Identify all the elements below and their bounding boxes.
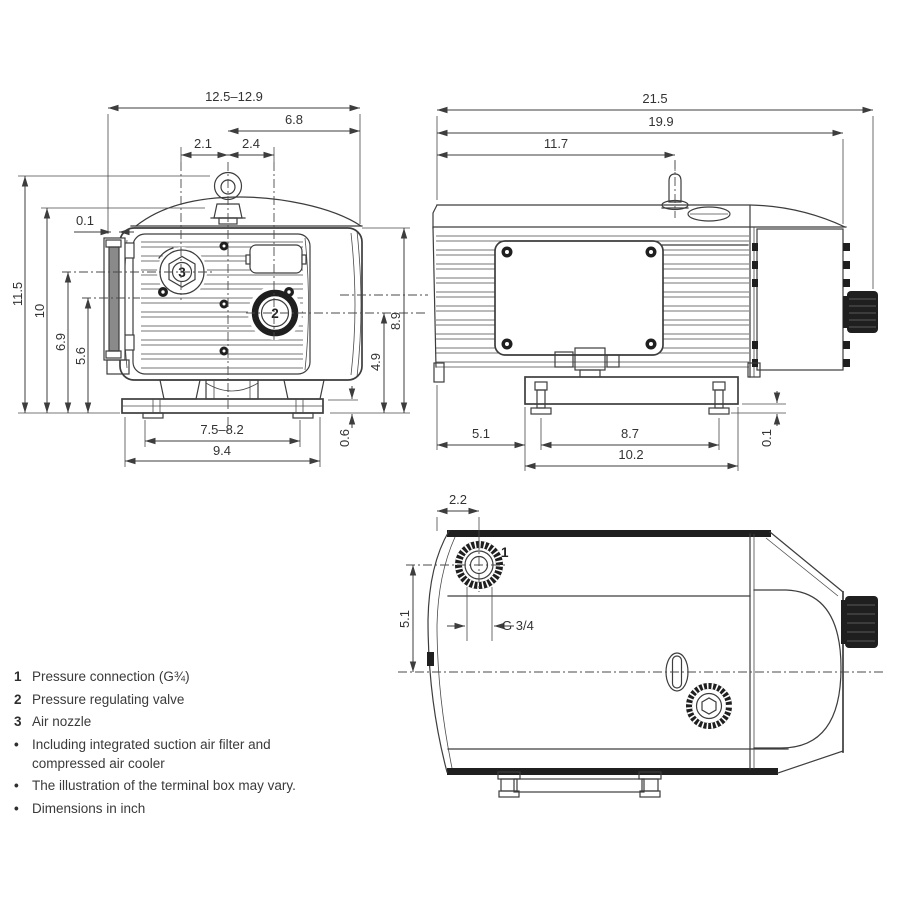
legend-text: Air nozzle	[32, 714, 92, 730]
dim-port-from-center: 5.1	[397, 610, 412, 628]
legend-item: • Dimensions in inch	[14, 800, 324, 819]
legend-marker: •	[14, 778, 19, 794]
dim-total-length: 21.5	[642, 91, 667, 106]
dim-front-to-base: 5.1	[472, 426, 490, 441]
dim-total-height: 11.5	[10, 282, 25, 306]
side-view-dimensions: 21.5 19.9 11.7 5.1 8.7 10.2 0.1	[436, 91, 874, 471]
callout-2: 2	[271, 306, 279, 321]
pressure-connection-port: 1	[454, 540, 509, 592]
top-view: 1	[398, 530, 886, 798]
callout-3: 3	[178, 265, 186, 280]
dim-sight-height: 5.6	[73, 347, 88, 365]
legend-text: Pressure regulating valve	[32, 691, 185, 707]
front-base	[121, 379, 325, 419]
dim-body-top-height: 8.9	[388, 312, 403, 330]
dim-foot-slot-span: 7.5–8.2	[200, 422, 243, 437]
legend: 1 Pressure connection (G¾) 2 Pressure re…	[14, 668, 324, 822]
dim-nozzle-height: 6.9	[53, 333, 68, 351]
top-view-dimensions: 2.2 5.1 G 3/4	[397, 492, 534, 672]
legend-item: 1 Pressure connection (G¾)	[14, 668, 324, 687]
oil-filler-port	[685, 682, 733, 730]
dim-bolt-spacing: 8.7	[621, 426, 639, 441]
callout-1: 1	[501, 545, 509, 560]
legend-text: Dimensions in inch	[32, 800, 146, 816]
motor-end-cap	[752, 228, 878, 371]
legend-item: • The illustration of the terminal box m…	[14, 777, 324, 796]
gas-ballast-valve	[661, 160, 689, 218]
legend-item: 2 Pressure regulating valve	[14, 691, 324, 710]
dim-gas-ballast-position: 11.7	[544, 136, 568, 151]
oil-fill-knob-top	[841, 596, 878, 648]
legend-marker: 2	[14, 691, 22, 707]
oil-fill-knob	[843, 291, 878, 333]
legend-marker: 3	[14, 714, 22, 730]
dim-base-length: 10.2	[618, 447, 643, 462]
dim-overall-width: 12.5–12.9	[205, 89, 263, 104]
side-view	[432, 160, 878, 415]
dim-center-to-right: 6.8	[285, 112, 303, 127]
dim-valve-height: 4.9	[368, 353, 383, 371]
dim-base-width: 9.4	[213, 443, 231, 458]
dim-housing-length: 19.9	[648, 114, 673, 129]
front-view: 3 2	[62, 162, 428, 432]
front-view-dimensions: 12.5–12.9 6.8 2.1 2.4 0.1 11.5 10 6.9 5.…	[10, 89, 410, 467]
dim-foot-pad-height: 0.1	[759, 429, 774, 447]
dim-plate-offset: 0.1	[76, 213, 94, 228]
side-cooler-plate	[103, 237, 135, 375]
legend-marker: •	[14, 736, 19, 752]
dim-housing-height: 10	[32, 304, 47, 318]
legend-item: • Including integrated suction air filte…	[14, 736, 324, 773]
side-base	[433, 362, 761, 415]
legend-item: 3 Air nozzle	[14, 713, 324, 732]
housing-bolts	[158, 241, 229, 356]
legend-text: The illustration of the terminal box may…	[32, 778, 296, 794]
thread-label: G 3/4	[502, 618, 534, 633]
legend-text: Including integrated suction air filter …	[32, 736, 271, 771]
legend-marker: •	[14, 800, 19, 816]
legend-marker: 1	[14, 669, 22, 684]
dim-port-from-edge: 2.2	[449, 492, 467, 507]
legend-text: Pressure connection (G¾)	[32, 669, 190, 684]
terminal-box-cover	[494, 240, 664, 356]
dim-base-plate-height: 0.6	[337, 429, 352, 447]
top-view-feet	[497, 771, 662, 798]
name-plate	[245, 244, 307, 274]
sight-glass-top	[687, 206, 731, 222]
dim-nozzle-to-center: 2.1	[194, 136, 212, 151]
dim-center-to-valve: 2.4	[242, 136, 260, 151]
